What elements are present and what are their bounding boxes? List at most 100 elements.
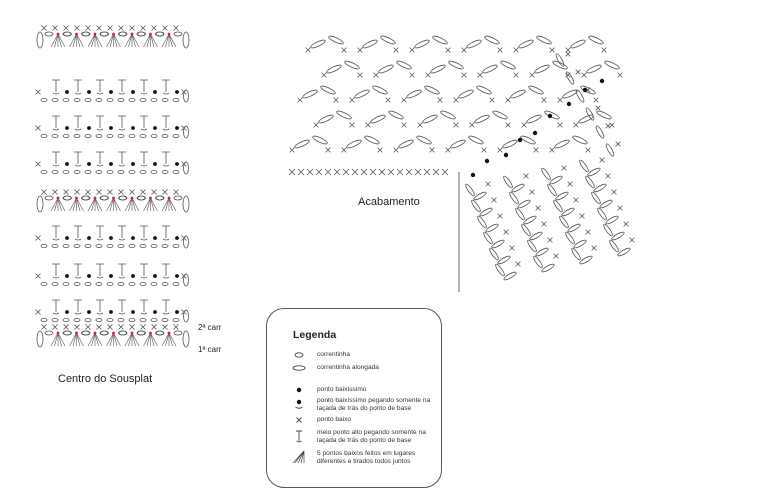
single-crochet-mark (477, 72, 483, 78)
single-crochet-mark (579, 213, 585, 219)
sc5tog-mark (91, 332, 96, 347)
chain-mark (95, 281, 103, 286)
chain-mark (517, 199, 531, 209)
chain-mark (565, 71, 575, 85)
single-crochet-mark (461, 72, 467, 78)
single-crochet-mark (162, 324, 168, 330)
accent-mark (149, 331, 152, 335)
chain-mark (609, 239, 619, 253)
chain-mark (491, 239, 505, 249)
half-double-mark (74, 115, 82, 131)
accent-mark (93, 331, 97, 335)
slip-stitch-mark (131, 310, 135, 314)
single-crochet-mark (585, 229, 591, 235)
chain-mark (173, 195, 183, 201)
single-crochet-mark (503, 229, 509, 235)
sc5tog-mark (50, 33, 59, 48)
single-crochet-mark (533, 147, 539, 153)
accent-mark (75, 331, 78, 335)
single-crochet-mark (349, 97, 355, 103)
sc5tog-mark (109, 197, 114, 212)
chain-mark (523, 215, 537, 225)
sc5tog-mark (72, 332, 77, 347)
accent-mark (56, 331, 60, 335)
slip-stitch-mark (65, 310, 69, 314)
single-crochet-mark (342, 168, 350, 176)
chain-mark (497, 255, 511, 265)
sc5tog-mark (109, 332, 114, 347)
single-crochet-mark (85, 324, 91, 330)
half-double-mark (140, 151, 148, 167)
accent-mark (149, 32, 152, 36)
single-crochet-mark (35, 273, 41, 279)
single-crochet-mark (325, 147, 331, 153)
accent-mark (112, 196, 115, 200)
half-double-mark (118, 115, 126, 131)
chain-mark (484, 35, 500, 45)
chain-mark (465, 183, 475, 197)
chain-mark (117, 281, 125, 286)
single-crochet-icon (296, 417, 302, 423)
accent-mark (93, 196, 97, 200)
single-crochet-mark (505, 97, 511, 103)
chain-mark (161, 281, 169, 286)
chain-mark (62, 281, 70, 286)
chain-mark (128, 281, 136, 286)
row-2-label: 2ª carr (198, 323, 222, 332)
slip-stitch-back-loop-icon (295, 399, 303, 409)
slip-stitch-mark (582, 87, 588, 93)
chain-mark (95, 317, 103, 322)
chain-mark (599, 199, 613, 209)
single-crochet-mark (85, 25, 91, 31)
chain-mark (588, 35, 604, 45)
single-crochet-mark (306, 168, 314, 176)
chain-mark (81, 31, 91, 37)
chain-mark (172, 243, 180, 248)
single-crochet-mark (523, 173, 529, 179)
chain-mark (118, 31, 128, 37)
slip-stitch-mark (109, 274, 113, 278)
slip-stitch-mark (153, 236, 157, 240)
single-crochet-mark (609, 122, 615, 128)
slip-stitch-mark (175, 236, 179, 240)
chain-mark (51, 281, 59, 286)
single-crochet-mark (393, 47, 399, 53)
chain-mark (118, 330, 128, 336)
slip-stitch-mark (109, 90, 113, 94)
single-crochet-mark (409, 47, 415, 53)
single-crochet-mark (357, 47, 363, 53)
chain-mark (161, 243, 169, 248)
chain-mark (541, 263, 555, 273)
chain-mark (552, 60, 568, 70)
single-crochet-mark (623, 221, 629, 227)
sc5tog-mark (106, 197, 114, 212)
slip-stitch-mark (175, 162, 179, 166)
chain-mark (63, 31, 72, 37)
single-crochet-mark (573, 122, 579, 128)
chain-mark (128, 169, 136, 174)
sc5tog-mark (168, 197, 173, 212)
accent-mark (75, 196, 78, 200)
chain-mark (414, 39, 430, 49)
half-double-mark (162, 225, 170, 241)
chain-mark (555, 191, 569, 201)
single-crochet-mark (515, 261, 521, 267)
sc5tog-mark (113, 332, 121, 347)
single-crochet-mark (107, 189, 113, 195)
single-crochet-mark (140, 25, 146, 31)
chain-mark (378, 64, 394, 74)
chain-mark (485, 223, 499, 233)
single-crochet-mark (129, 324, 135, 330)
chain-mark (73, 98, 81, 103)
sc5tog-mark (150, 332, 158, 347)
single-crochet-mark (387, 168, 395, 176)
single-crochet-mark (561, 165, 567, 171)
chain-mark (500, 60, 516, 70)
chain-mark (370, 114, 386, 124)
single-crochet-mark (365, 122, 371, 128)
slip-stitch-mark (131, 90, 135, 94)
slip-stitch-mark (153, 126, 157, 130)
chain-mark (430, 64, 446, 74)
slip-stitch-mark (175, 90, 179, 94)
chain-mark (510, 89, 526, 99)
